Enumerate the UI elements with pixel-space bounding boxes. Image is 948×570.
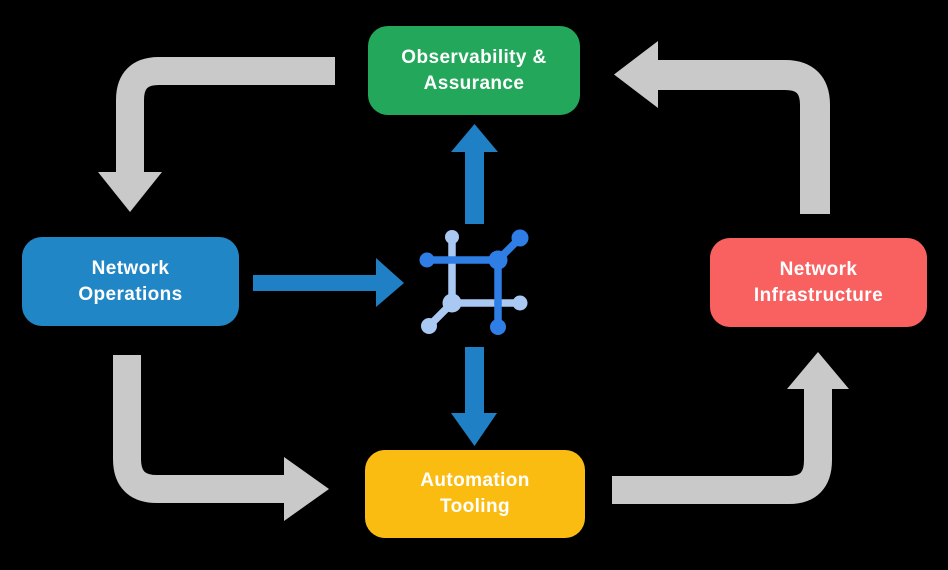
arrow-infrastructure-to-observability <box>614 41 830 214</box>
automation-tooling-box: Automation Tooling <box>365 450 585 538</box>
arrowhead-left-icon <box>614 41 658 108</box>
arrow-automation-to-infrastructure <box>612 352 849 504</box>
arrow-operations-to-center <box>253 258 404 307</box>
network-operations-box: Network Operations <box>22 237 239 326</box>
arrow-observability-to-operations <box>98 57 335 212</box>
arrowhead-right-icon <box>376 258 404 307</box>
arrow-center-to-observability <box>451 124 498 224</box>
arrowhead-down-icon <box>451 413 497 446</box>
arrow-center-to-automation <box>451 347 497 446</box>
observability-assurance-box: Observability & Assurance <box>368 26 580 115</box>
arrow-operations-to-automation <box>113 355 329 521</box>
arrowhead-up-icon <box>787 352 849 389</box>
network-infrastructure-box: Network Infrastructure <box>710 238 927 327</box>
arrowhead-down-icon <box>98 172 162 212</box>
arrowhead-up-icon <box>451 124 498 152</box>
network-mesh-icon <box>419 229 529 335</box>
arrowhead-right-icon <box>284 457 329 521</box>
